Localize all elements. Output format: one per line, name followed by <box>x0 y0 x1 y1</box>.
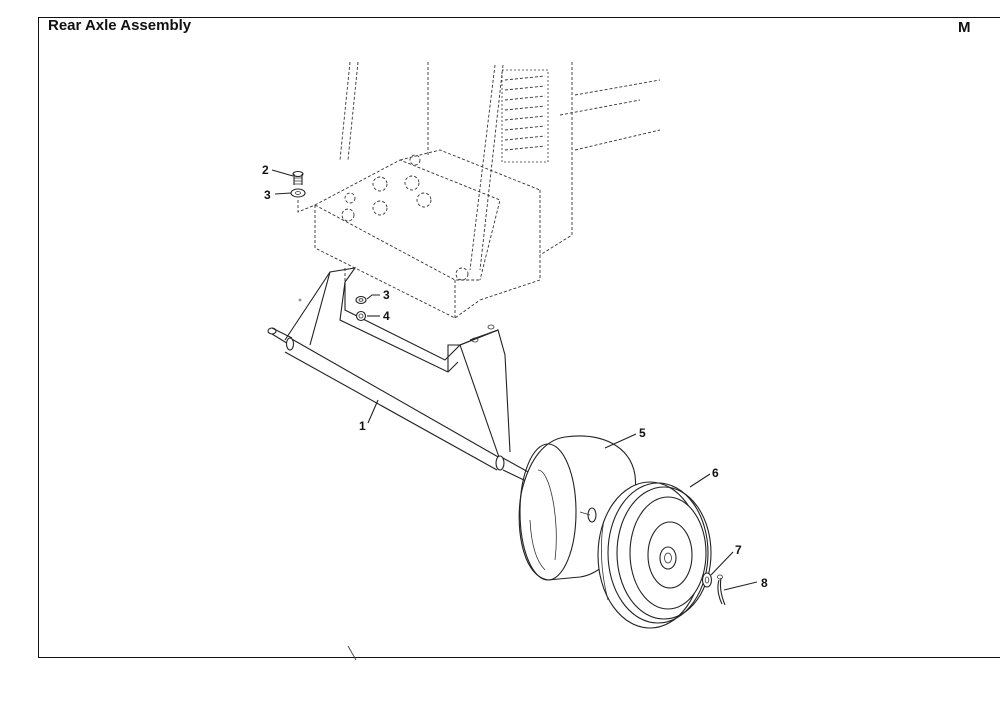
wheel-part-6 <box>597 481 712 629</box>
scan-mark <box>347 645 357 661</box>
spacer <box>579 507 597 523</box>
callout-8: 8 <box>761 576 768 590</box>
callout-7: 7 <box>735 543 742 557</box>
bolt-part-2 <box>292 170 304 185</box>
washer-part-7 <box>701 572 713 588</box>
scan-speck <box>298 298 302 302</box>
callout-3-bracket-washer: 3 <box>383 288 390 302</box>
section-letter: M <box>958 19 971 36</box>
callout-2: 2 <box>262 163 269 177</box>
callout-3-bolt-washer: 3 <box>264 188 271 202</box>
callout-1: 1 <box>359 419 366 433</box>
washer-part-3-top <box>290 188 316 213</box>
leader-lines <box>271 169 758 591</box>
axle-frame-part-1 <box>267 267 531 483</box>
drawing-frame <box>38 17 1000 658</box>
machine-body-phantom <box>314 61 661 319</box>
callout-6: 6 <box>712 466 719 480</box>
callout-4: 4 <box>383 309 390 323</box>
cotter-pin-part-8 <box>717 574 726 606</box>
page-title: Rear Axle Assembly <box>48 17 192 34</box>
callout-5: 5 <box>639 426 646 440</box>
